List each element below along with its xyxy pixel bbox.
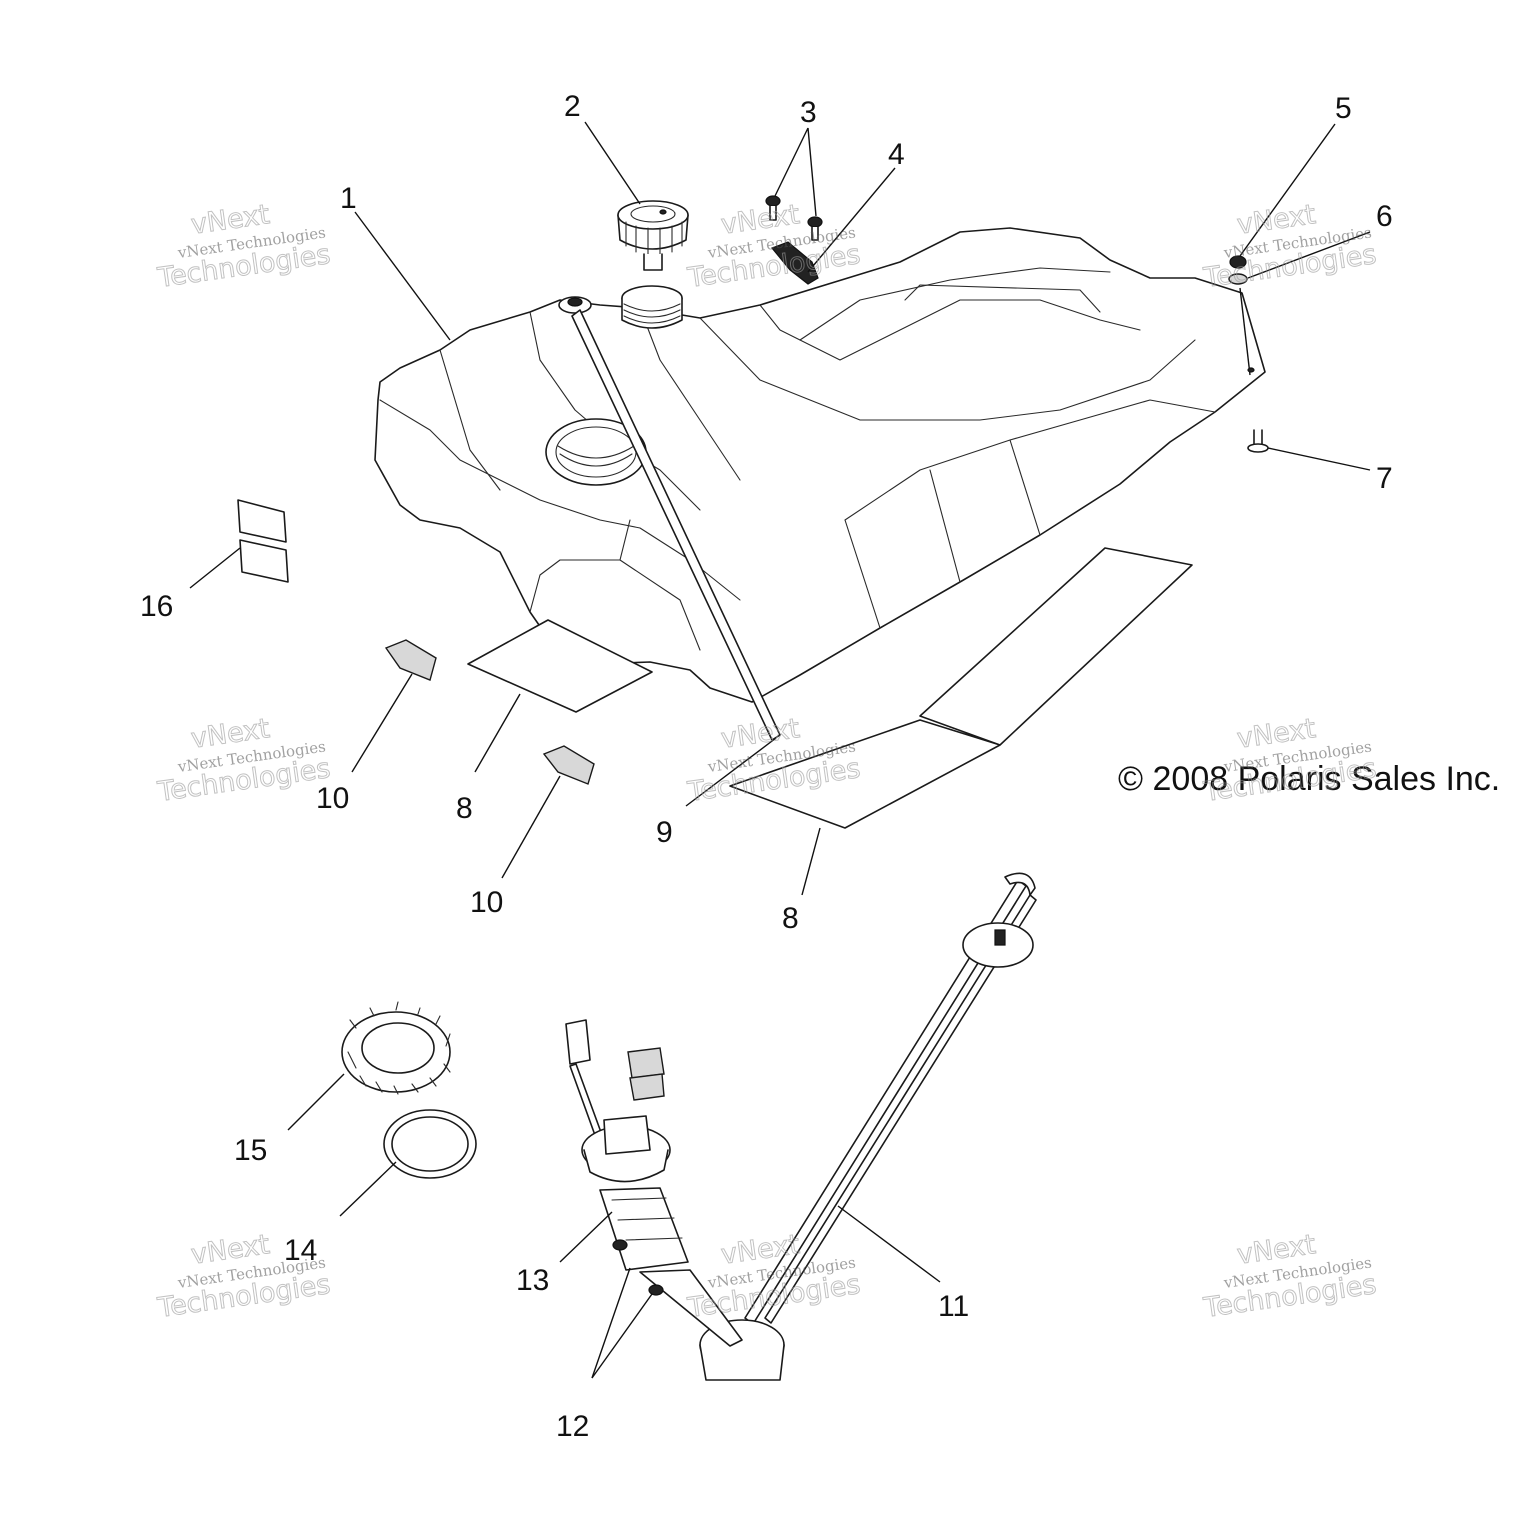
foam-pads-16	[237, 499, 289, 583]
copyright-text: © 2008 Polaris Sales Inc.	[1118, 760, 1500, 798]
callout-7: 7	[1376, 462, 1393, 495]
filler-cap	[617, 200, 689, 271]
insulation-pad-right	[729, 547, 1193, 829]
gasket	[383, 1109, 477, 1179]
watermark-2: vNext vNext Technologies Technologies	[685, 199, 863, 295]
callout-14: 14	[284, 1234, 317, 1267]
callout-10b: 10	[470, 886, 503, 919]
lock-ring	[341, 1001, 451, 1095]
callout-1: 1	[340, 182, 357, 215]
callout-labels: 1 2 3 4 5 6 7 8 8 9 10 10 11 12 13 14 15…	[140, 90, 1393, 1443]
foam-pad-10a	[384, 639, 437, 681]
vent-hose	[571, 309, 781, 741]
insulation-pad-left	[467, 619, 653, 713]
callout-12: 12	[556, 1410, 589, 1443]
watermark-3: vNext vNext Technologies Technologies	[1201, 199, 1379, 295]
pickup-tube	[744, 872, 1037, 1325]
watermark-1: vNext vNext Technologies Technologies	[155, 199, 333, 295]
fuel-pump	[565, 1019, 785, 1381]
callout-9: 9	[656, 816, 673, 849]
fasteners-right	[1228, 255, 1269, 453]
watermark-6: vNext vNext Technologies Technologies	[1201, 713, 1379, 809]
watermark-9: vNext vNext Technologies Technologies	[1201, 1229, 1379, 1325]
callout-2: 2	[564, 90, 581, 123]
fuel-tank	[374, 227, 1266, 703]
callout-16: 16	[140, 590, 173, 623]
callout-13: 13	[516, 1264, 549, 1297]
tank-bracket	[771, 241, 819, 285]
hose-clamps	[612, 1239, 664, 1296]
callout-11: 11	[938, 1290, 969, 1323]
screws	[765, 195, 823, 241]
callout-4: 4	[888, 138, 905, 171]
watermark-8: vNext vNext Technologies Technologies	[685, 1229, 863, 1325]
leader-lines	[189, 121, 1371, 1379]
callout-8a: 8	[456, 792, 473, 825]
callout-15: 15	[234, 1134, 267, 1167]
callout-5: 5	[1335, 92, 1352, 125]
watermark-4: vNext vNext Technologies Technologies	[155, 713, 333, 809]
callout-8b: 8	[782, 902, 799, 935]
callout-3: 3	[800, 96, 817, 129]
foam-pad-10b	[542, 745, 595, 785]
callout-6: 6	[1376, 200, 1393, 233]
callout-10a: 10	[316, 782, 349, 815]
